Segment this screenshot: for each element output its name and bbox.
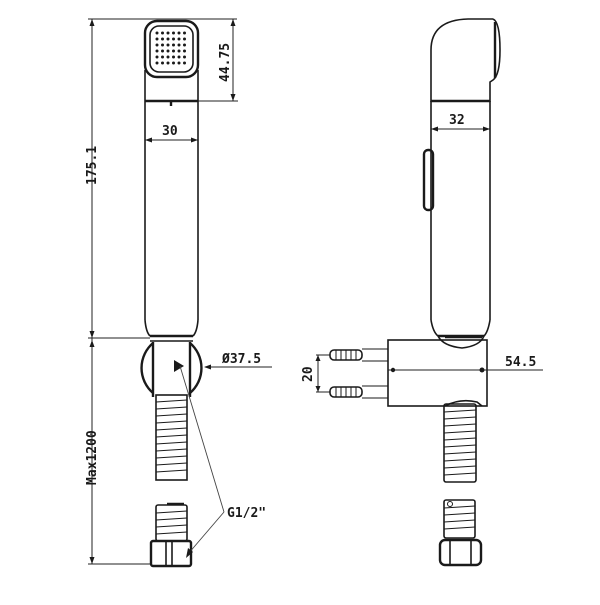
hose-connector-nut: [149, 539, 193, 568]
handle-depth-label: 32: [449, 113, 465, 128]
hose-lower: [155, 502, 188, 542]
thread-callout: G1/2": [179, 365, 266, 558]
hose-connector-nut-side: [438, 538, 483, 567]
wall-anchor-lower: [329, 385, 388, 399]
screw-spacing-label: 20: [301, 366, 316, 382]
wall-anchor-upper: [329, 348, 388, 362]
overall-height-label: 175.1: [85, 146, 100, 185]
holder-projection-label: 54.5: [505, 355, 536, 370]
hose-length-label: Max1200: [85, 430, 100, 485]
screw-spacing-dimension: 20: [301, 354, 330, 393]
holder-projection-dimension: 54.5: [388, 355, 543, 373]
holder-diameter-label: Ø37.5: [221, 352, 261, 367]
thread-spec-label: G1/2": [227, 506, 266, 521]
hose-upper-side: [443, 403, 477, 483]
spray-head-side: [430, 18, 501, 103]
holder-diameter-dimension: Ø37.5: [204, 352, 272, 370]
wall-holder-side: [387, 335, 488, 407]
hose-lower-side: [443, 499, 476, 539]
hose-upper: [155, 394, 188, 481]
wall-holder: [140, 340, 203, 397]
handle-width-dimension: 30: [145, 124, 198, 143]
head-height-dimension: 44.75: [198, 19, 238, 102]
handle-width-label: 30: [162, 124, 178, 139]
trigger-button: [422, 148, 435, 212]
head-height-label: 44.75: [218, 43, 233, 82]
sprayer-handle: [144, 70, 199, 338]
sprayer-handle-side: [422, 101, 491, 338]
hose-length-dimension: Max1200: [85, 337, 150, 565]
spray-nozzle-grid: [155, 31, 186, 65]
spray-head: [143, 19, 200, 79]
front-view: 175.1 Max1200: [85, 18, 272, 568]
handle-depth-dimension: 32: [431, 113, 490, 132]
overall-height-dimension: 175.1: [85, 19, 100, 338]
side-view: 32: [301, 18, 543, 567]
